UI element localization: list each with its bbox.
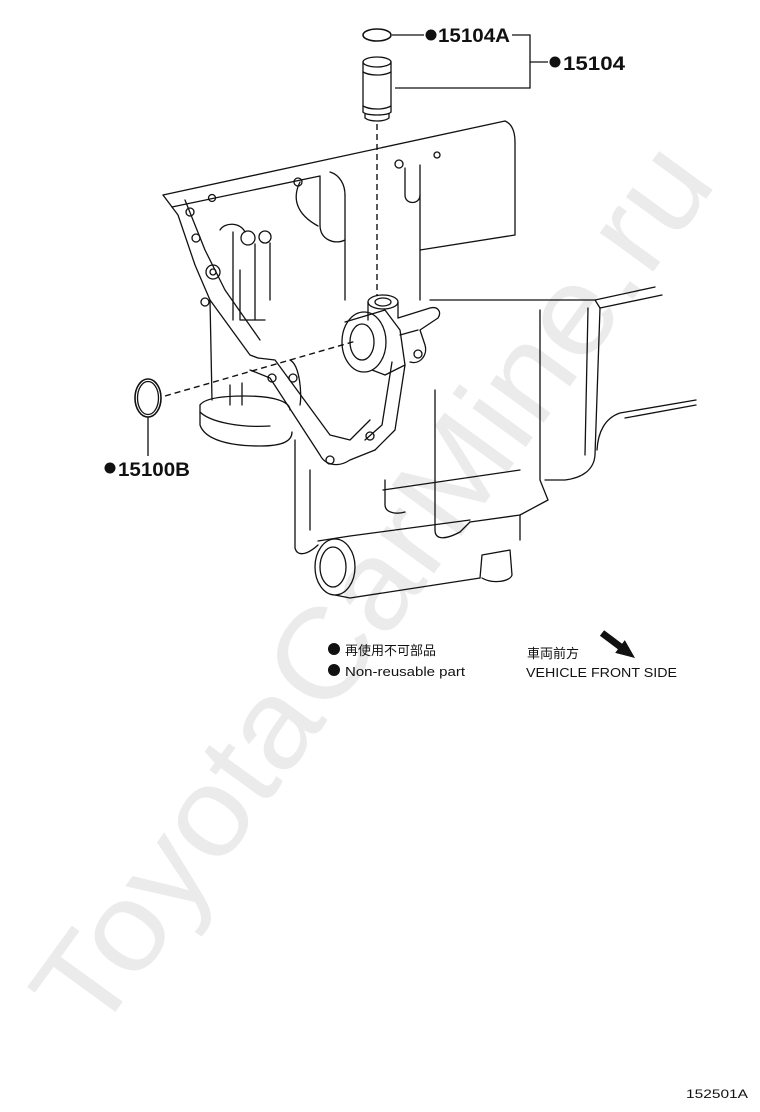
oil-filter-element-icon: [362, 56, 392, 122]
part-code-15104A[interactable]: 15104A: [438, 26, 510, 47]
non-reusable-marker-icon: [104, 462, 116, 474]
non-reusable-marker-icon: [549, 56, 561, 68]
callout-bracket-15104: [395, 34, 548, 89]
oring-side-icon: [134, 378, 162, 418]
oil-strainer-bell: [199, 382, 293, 447]
legend: 再使用不可部品 Non-reusable part: [328, 643, 465, 679]
part-15100B-group[interactable]: 15100B: [104, 378, 191, 481]
legend-marker-icon: [328, 643, 340, 655]
vehicle-front-indicator: 車両前方 VEHICLE FRONT SIDE: [526, 630, 677, 680]
install-line-oring-side: [164, 340, 357, 397]
legend-label-en: Non-reusable part: [345, 664, 465, 679]
part-15104A-group[interactable]: 15104A: [362, 26, 510, 47]
non-reusable-marker-icon: [425, 29, 437, 41]
figure-id: 152501A: [686, 1087, 748, 1101]
vehicle-front-label-en: VEHICLE FRONT SIDE: [526, 665, 677, 680]
watermark-text: ToyotaCarMine.ru: [4, 117, 740, 1056]
oring-side-inner: [136, 380, 160, 416]
legend-label-jp: 再使用不可部品: [345, 643, 436, 658]
vehicle-front-label-jp: 車両前方: [527, 646, 579, 661]
part-code-15104[interactable]: 15104: [563, 54, 625, 75]
oring-top-icon: [362, 28, 392, 42]
pan-top-flange: [162, 120, 506, 208]
pan-sump-drain-boss: [294, 439, 513, 599]
left-flange-strip: [171, 199, 261, 359]
oil-pan-drawing: [162, 120, 697, 599]
pickup-tube: [249, 357, 376, 466]
pan-right-frame: [429, 286, 697, 481]
arrow-down-right-icon: [599, 630, 635, 658]
legend-marker-icon: [328, 664, 340, 676]
pan-lower-right: [382, 309, 549, 541]
pickup-right-bracket: [364, 306, 441, 451]
filter-boss-and-flange: [341, 294, 406, 376]
left-block-walls: [209, 223, 272, 401]
upper-block-walls: [295, 120, 516, 301]
part-15104-group[interactable]: 15104: [362, 54, 625, 122]
part-code-15100B[interactable]: 15100B: [118, 460, 190, 481]
